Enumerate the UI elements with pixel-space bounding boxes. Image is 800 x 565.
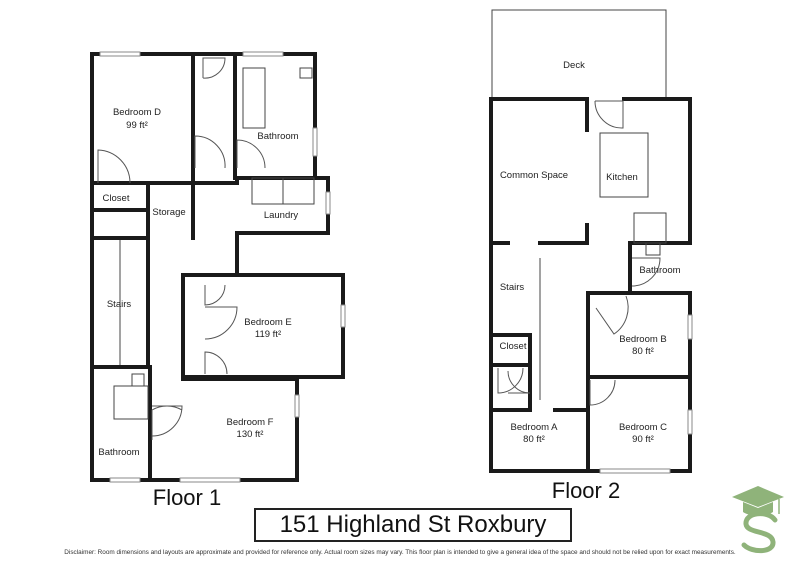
f1-bedroom-e-name: Bedroom E bbox=[244, 317, 292, 328]
f1-storage-name: Storage bbox=[152, 207, 185, 218]
f1-bedroom-f-area: 130 ft² bbox=[237, 429, 264, 440]
f1-bathroom-lower-name: Bathroom bbox=[98, 447, 139, 458]
f1-bedroom-d-name: Bedroom D bbox=[113, 107, 161, 118]
graduation-cap-s-logo-icon bbox=[732, 486, 784, 554]
f1-bedroom-d-area: 99 ft² bbox=[126, 120, 148, 131]
floor-1-title: Floor 1 bbox=[153, 485, 221, 510]
floor-2-title: Floor 2 bbox=[552, 478, 620, 503]
f1-bathroom-name: Bathroom bbox=[257, 131, 298, 142]
f2-bedroom-c-name: Bedroom C bbox=[619, 422, 667, 433]
address-box: 151 Highland St Roxbury bbox=[254, 508, 572, 542]
f2-bedroom-c-area: 90 ft² bbox=[632, 434, 654, 445]
f2-bedroom-a-area: 80 ft² bbox=[523, 434, 545, 445]
f1-stairs-name: Stairs bbox=[107, 299, 132, 310]
f2-bedroom-b-name: Bedroom B bbox=[619, 334, 667, 345]
f1-closet-name: Closet bbox=[103, 193, 130, 204]
f2-bedroom-a-name: Bedroom A bbox=[511, 422, 559, 433]
f2-common-space-name: Common Space bbox=[500, 170, 568, 181]
f1-laundry-name: Laundry bbox=[264, 210, 299, 221]
f2-deck-name: Deck bbox=[563, 60, 585, 71]
f2-kitchen-name: Kitchen bbox=[606, 172, 638, 183]
f2-bedroom-b-area: 80 ft² bbox=[632, 346, 654, 357]
floor-1-plan bbox=[90, 51, 346, 483]
disclaimer-text: Disclaimer: Room dimensions and layouts … bbox=[64, 549, 736, 556]
f2-stairs-name: Stairs bbox=[500, 282, 525, 293]
f2-closet-name: Closet bbox=[500, 341, 527, 352]
f1-bedroom-e-area: 119 ft² bbox=[255, 329, 281, 340]
floor-2-plan bbox=[489, 9, 693, 474]
f1-bedroom-f-name: Bedroom F bbox=[227, 417, 274, 428]
f2-bathroom-name: Bathroom bbox=[639, 265, 680, 276]
